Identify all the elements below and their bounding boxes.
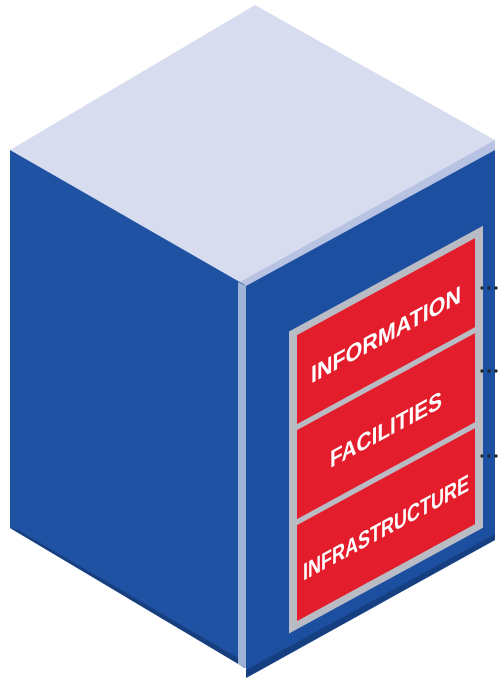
cube-left-face-shade (10, 528, 245, 668)
connector-dots-3 (480, 454, 498, 458)
label-band-information (297, 238, 475, 425)
label-band-infrastructure (297, 428, 475, 622)
cube-top-face (10, 5, 495, 285)
connector-dots-1 (480, 286, 498, 290)
cube-left-face (10, 150, 245, 668)
connector-dots-2 (480, 369, 498, 373)
cube-right-face-bottom (246, 534, 495, 678)
label-band-facilities (297, 333, 475, 520)
cube-front-edge (238, 282, 246, 668)
